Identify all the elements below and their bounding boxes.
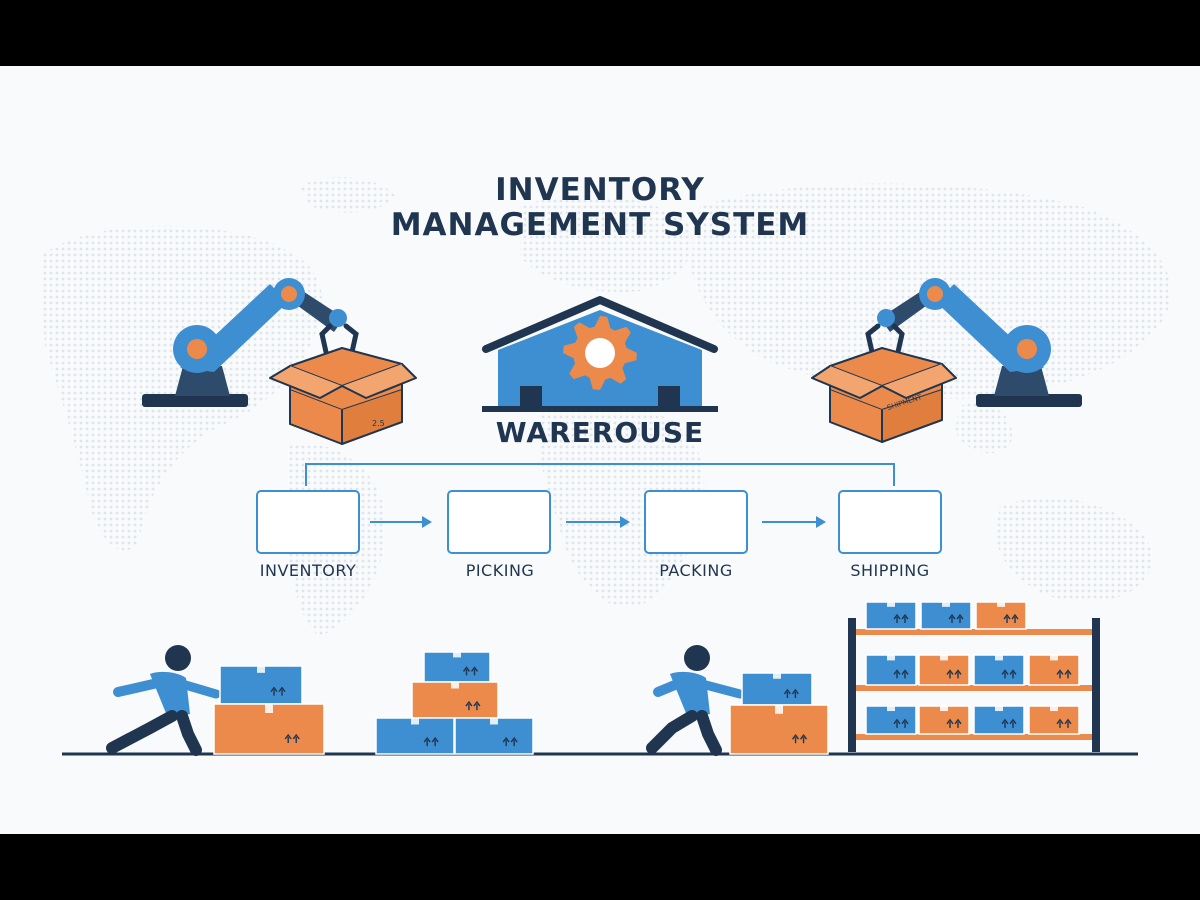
shelf-box <box>920 601 972 630</box>
step-box-picking <box>447 490 551 554</box>
title-line-2: MANAGEMENT SYSTEM <box>390 207 810 243</box>
box <box>411 681 499 719</box>
box-marking-left: 2.5 <box>372 419 385 428</box>
shelf-box <box>1028 654 1080 686</box>
shelf-box <box>1028 705 1080 735</box>
box <box>729 704 829 755</box>
box <box>213 703 325 755</box>
step-label-shipping: SHIPPING <box>850 561 930 580</box>
shelf-box <box>865 654 917 686</box>
shelf-box <box>918 654 970 686</box>
robot-arm-left <box>142 278 359 407</box>
box <box>375 717 455 755</box>
box <box>454 717 534 755</box>
box <box>741 672 813 706</box>
step-label-inventory: INVENTORY <box>259 561 357 580</box>
shelf-box <box>973 705 1025 735</box>
shelf-box <box>918 705 970 735</box>
box <box>219 665 303 705</box>
step-box-inventory <box>256 490 360 554</box>
robot-box-right: SHIPMENT <box>811 347 957 443</box>
shelf-box <box>865 705 917 735</box>
step-box-packing <box>644 490 748 554</box>
shelving-unit <box>848 618 1100 752</box>
diagram-canvas: 2.5 SHIPMENT <box>0 66 1200 834</box>
worker-pushing-left <box>106 645 221 756</box>
title-line-1: INVENTORY <box>495 172 705 208</box>
robot-box-left: 2.5 <box>269 347 417 445</box>
worker-pushing-right <box>646 645 745 756</box>
cardboard-boxes <box>213 601 1080 755</box>
box <box>423 651 491 683</box>
process-arrows <box>370 516 826 528</box>
warehouse-label: WAREROUSE <box>495 416 705 449</box>
shelf-box <box>865 601 917 630</box>
step-box-shipping <box>838 490 942 554</box>
shelf-box <box>973 654 1025 686</box>
shelf-box <box>975 601 1027 630</box>
step-label-packing: PACKING <box>659 561 733 580</box>
flow-connector <box>305 463 895 486</box>
robot-arm-right <box>865 278 1082 407</box>
gear-icon <box>563 316 637 390</box>
step-label-picking: PICKING <box>465 561 535 580</box>
gear-hole <box>585 338 615 368</box>
